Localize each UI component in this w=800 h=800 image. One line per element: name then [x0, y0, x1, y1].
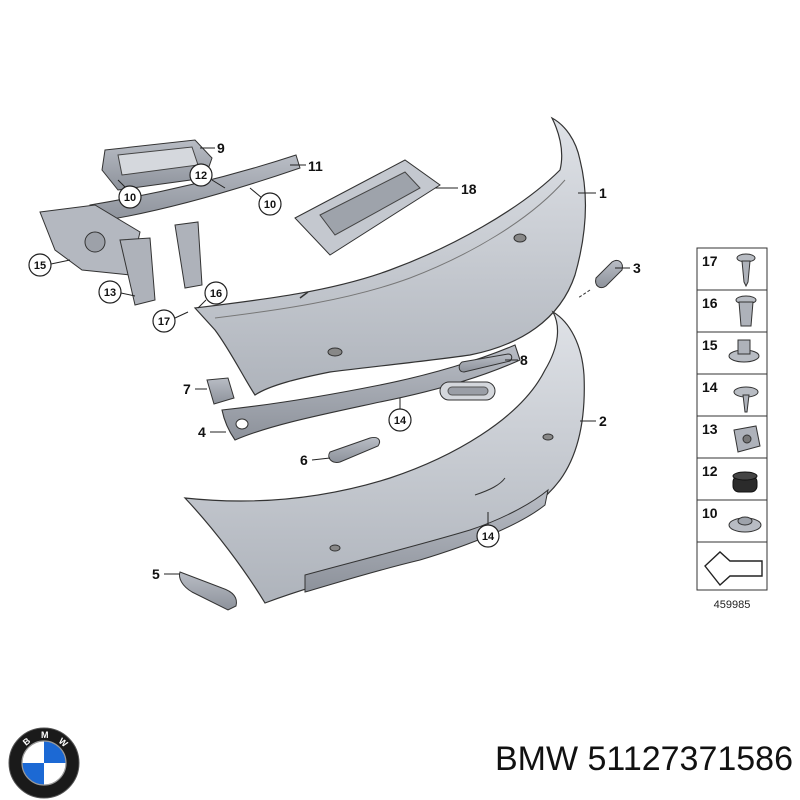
svg-text:13: 13 [702, 421, 718, 437]
svg-text:2: 2 [599, 413, 607, 429]
callout-1: 1 [578, 185, 607, 201]
trim-strip [328, 437, 381, 463]
diffuser-trim [221, 344, 521, 441]
callout-9: 9 [200, 140, 225, 156]
circled-callout-13: 13 [98, 280, 136, 304]
spring-nut-icon [733, 425, 761, 453]
legend-row-15: 15 [702, 337, 760, 363]
tow-hook-cover [458, 353, 513, 373]
bumper-cover-upper [193, 116, 587, 396]
callout-11: 11 [290, 158, 323, 174]
circled-callout-17: 17 [152, 309, 189, 333]
rubber-buffer-icon [732, 471, 758, 493]
callout-5: 5 [152, 566, 180, 582]
svg-text:M: M [41, 730, 49, 740]
svg-text:3: 3 [633, 260, 641, 276]
clip-nut-icon [728, 339, 760, 363]
circled-callout-10a: 10 [117, 179, 142, 209]
svg-text:8: 8 [520, 352, 528, 368]
legend-row-12: 12 [702, 463, 758, 493]
reference-number: 459985 [714, 599, 751, 611]
svg-text:14: 14 [702, 379, 718, 395]
svg-text:12: 12 [195, 170, 207, 182]
circled-callout-12: 12 [189, 163, 226, 189]
legend-row-17: 17 [702, 253, 756, 288]
svg-text:18: 18 [461, 181, 477, 197]
svg-text:10: 10 [702, 505, 718, 521]
circled-callout-16: 16 [197, 281, 228, 309]
svg-text:10: 10 [124, 192, 136, 204]
bmw-logo: B M W [8, 727, 80, 799]
center-bracket [294, 159, 441, 256]
callout-4: 4 [198, 424, 226, 440]
svg-text:12: 12 [702, 463, 718, 479]
fastener-legend: 17 16 15 14 [696, 247, 768, 611]
callout-8: 8 [505, 352, 528, 368]
svg-text:17: 17 [158, 316, 170, 328]
legend-row-14: 14 [702, 379, 759, 413]
bumper-carrier [39, 154, 301, 306]
svg-text:16: 16 [210, 288, 222, 300]
legend-row-10: 10 [702, 505, 762, 533]
plug-icon [728, 516, 762, 533]
svg-text:15: 15 [702, 337, 718, 353]
circled-callout-15: 15 [28, 253, 71, 277]
svg-text:9: 9 [217, 140, 225, 156]
callout-2: 2 [580, 413, 607, 429]
upper-mount [101, 139, 213, 191]
expansion-nut-icon [735, 295, 757, 327]
circled-callout-10b: 10 [249, 187, 282, 216]
part-number-caption: BMW 51127371586 [494, 740, 793, 778]
circled-callout-14b: 14 [476, 512, 500, 548]
circled-callout-14a: 14 [388, 398, 412, 432]
svg-text:10: 10 [264, 199, 276, 211]
legend-arrow-icon [704, 551, 763, 587]
svg-text:7: 7 [183, 381, 191, 397]
legend-row-13: 13 [702, 421, 761, 453]
svg-text:14: 14 [482, 531, 495, 543]
svg-text:17: 17 [702, 253, 718, 269]
reflector-left [179, 571, 237, 611]
svg-text:4: 4 [198, 424, 206, 440]
callout-18: 18 [435, 181, 477, 197]
callout-3: 3 [615, 260, 641, 276]
screw-icon [736, 253, 756, 288]
svg-text:15: 15 [34, 260, 46, 272]
svg-text:11: 11 [308, 158, 323, 174]
push-rivet-icon [733, 386, 759, 413]
svg-text:1: 1 [599, 185, 607, 201]
callout-7: 7 [183, 381, 207, 397]
callout-6: 6 [300, 452, 331, 468]
svg-text:B: B [21, 735, 33, 747]
svg-text:5: 5 [152, 566, 160, 582]
svg-text:14: 14 [394, 415, 407, 427]
svg-text:16: 16 [702, 295, 718, 311]
side-bracket [206, 377, 235, 405]
reflector-right [577, 259, 623, 299]
svg-text:6: 6 [300, 452, 308, 468]
legend-row-16: 16 [702, 295, 757, 327]
svg-text:13: 13 [104, 287, 116, 299]
